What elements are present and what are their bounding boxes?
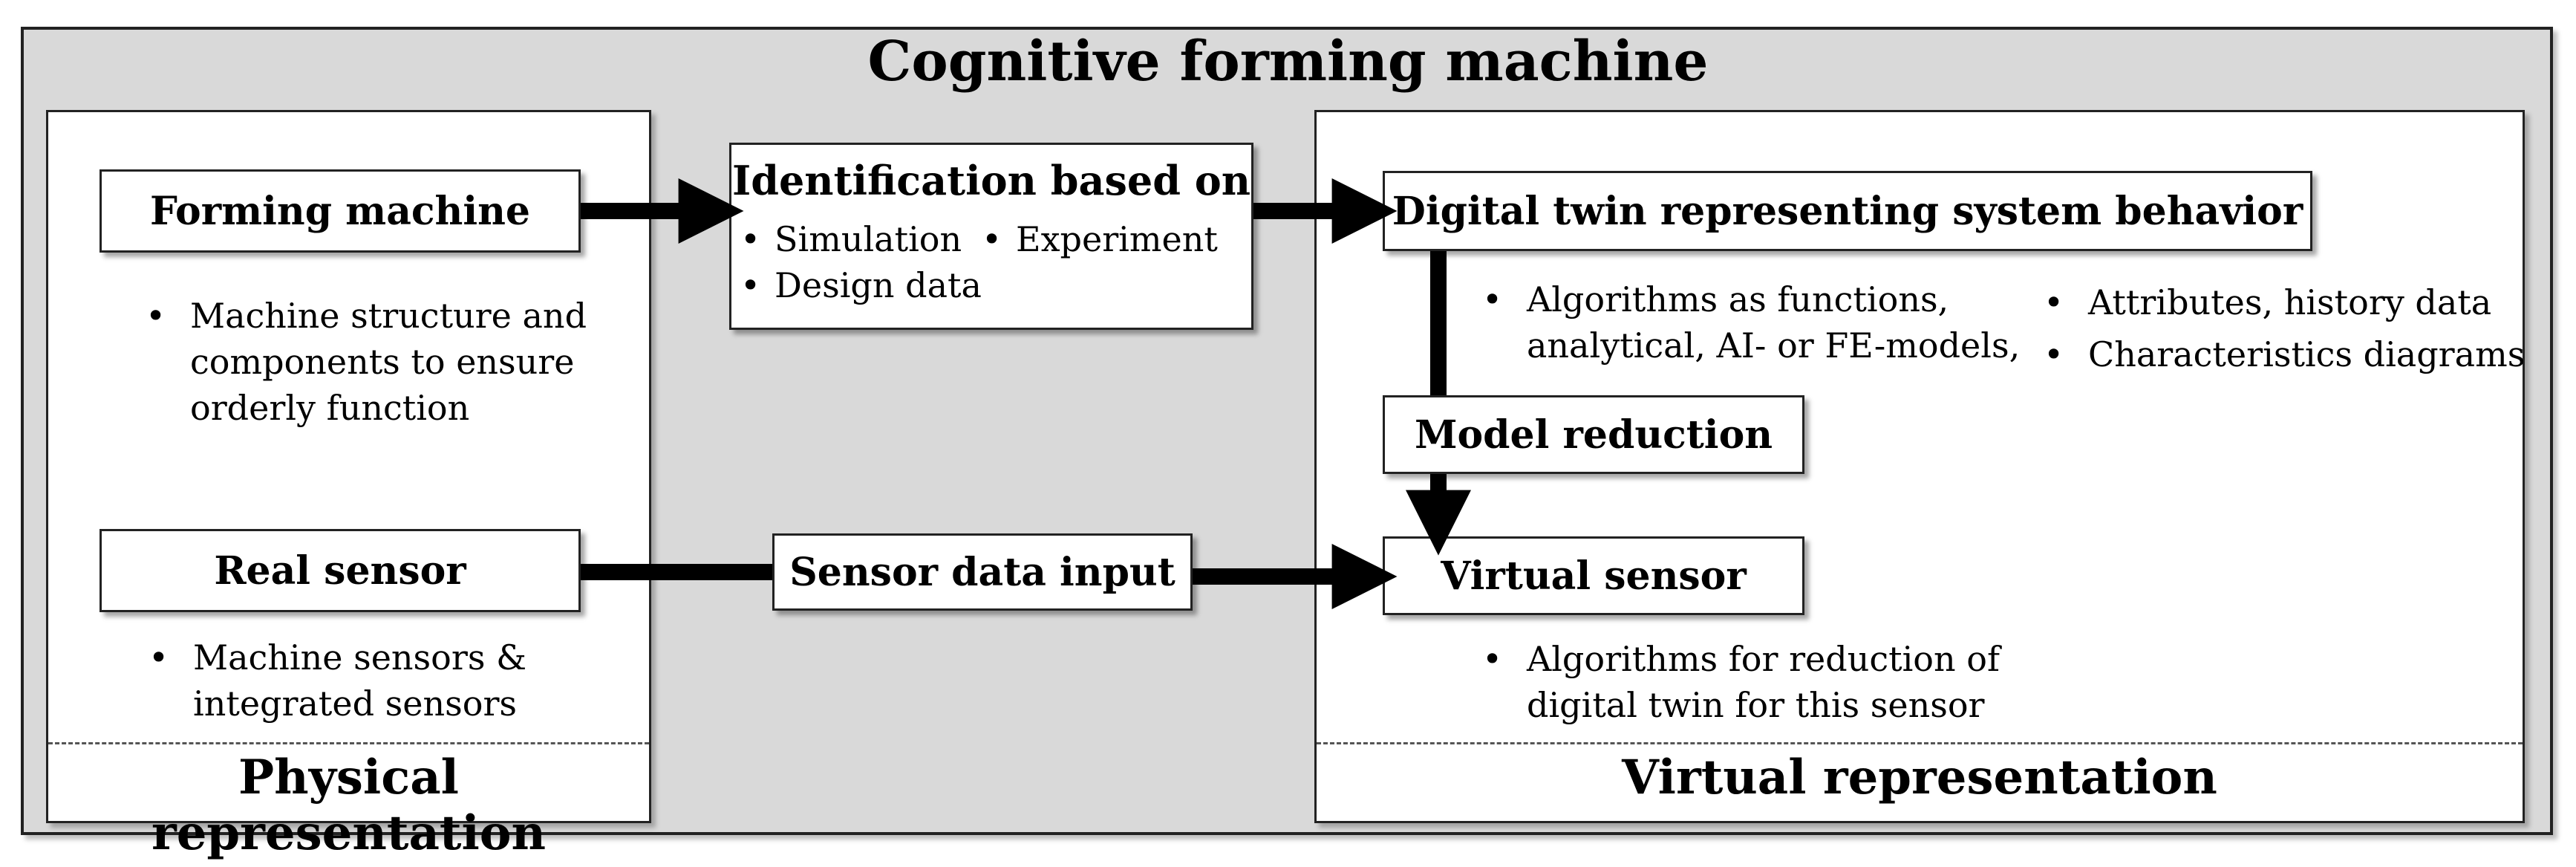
model-reduction-label: Model reduction	[1414, 412, 1773, 458]
virtual-representation-label: Virtual representation	[1622, 750, 2217, 805]
virtual-sensor-bullets: Algorithms for reduction of digital twin…	[1482, 636, 2000, 728]
virtual-divider	[1317, 742, 2523, 744]
identification-item-design-data: Design data	[731, 265, 982, 305]
real-sensor-box: Real sensor	[100, 529, 581, 612]
virtual-sensor-title: Virtual sensor	[1441, 553, 1747, 599]
forming-machine-title: Forming machine	[149, 188, 531, 234]
physical-divider	[48, 742, 649, 744]
forming-machine-bullet: Machine structure and components to ensu…	[146, 293, 587, 431]
real-sensor-title: Real sensor	[214, 548, 466, 594]
model-reduction-box: Model reduction	[1383, 395, 1804, 474]
digital-twin-bullets-right: Attributes, history data Characteristics…	[2044, 276, 2525, 380]
virtual-sensor-bullet: Algorithms for reduction of digital twin…	[1482, 636, 2000, 728]
identification-item-simulation: Simulation	[731, 219, 962, 259]
digital-twin-bullet-attributes: Attributes, history data	[2044, 276, 2525, 328]
real-sensor-bullets: Machine sensors & integrated sensors	[149, 634, 526, 727]
diagram-title: Cognitive forming machine	[867, 30, 1709, 94]
digital-twin-box: Digital twin representing system behavio…	[1383, 171, 2312, 251]
digital-twin-bullets-left: Algorithms as functions, analytical, AI-…	[1482, 276, 2020, 368]
digital-twin-bullet-characteristics: Characteristics diagrams	[2044, 328, 2525, 380]
sensor-data-input-box: Sensor data input	[772, 533, 1193, 611]
identification-box: Identification based on Simulation Exper…	[729, 143, 1253, 330]
digital-twin-title: Digital twin representing system behavio…	[1392, 188, 2303, 234]
real-sensor-bullet: Machine sensors & integrated sensors	[149, 634, 526, 727]
digital-twin-bullet-algorithms: Algorithms as functions, analytical, AI-…	[1482, 276, 2020, 368]
forming-machine-bullets: Machine structure and components to ensu…	[146, 293, 587, 431]
forming-machine-box: Forming machine	[100, 169, 581, 253]
identification-item-experiment: Experiment	[973, 219, 1218, 259]
identification-title: Identification based on	[731, 157, 1251, 204]
physical-representation-label: Physical representation	[151, 750, 547, 861]
sensor-data-input-label: Sensor data input	[789, 549, 1175, 595]
